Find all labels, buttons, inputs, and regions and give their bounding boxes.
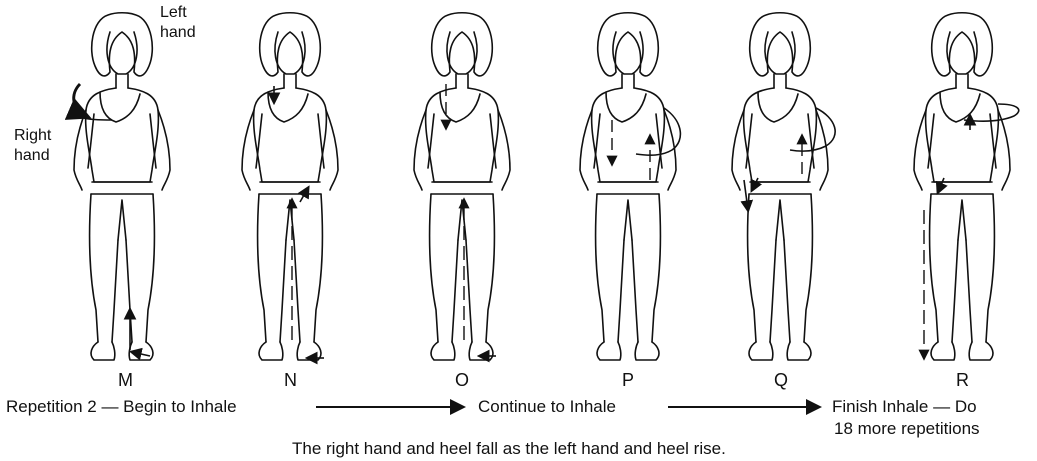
phase-continue-label: Continue to Inhale [478, 397, 616, 417]
figure-r [914, 13, 1019, 360]
frame-letter-q: Q [774, 370, 788, 391]
phase-finish-label-line1: Finish Inhale — Do [832, 397, 977, 417]
phase-begin-label: Repetition 2 — Begin to Inhale [6, 397, 237, 417]
figure-o [414, 13, 510, 360]
frame-letter-m: M [118, 370, 133, 391]
frame-letter-n: N [284, 370, 297, 391]
right-hand-label-line2: hand [14, 146, 51, 166]
figure-p [580, 13, 680, 360]
frame-letter-o: O [455, 370, 469, 391]
figure-m [74, 13, 170, 360]
right-hand-label-line1: Right [14, 126, 51, 146]
left-hand-label-line2: hand [160, 23, 196, 43]
figure-n [242, 13, 338, 360]
phase-finish-label-line2: 18 more repetitions [834, 419, 980, 439]
left-hand-label: Left hand [160, 3, 196, 43]
caption: The right hand and heel fall as the left… [292, 439, 726, 459]
frame-letter-r: R [956, 370, 969, 391]
right-hand-label: Right hand [14, 126, 51, 166]
left-hand-label-line1: Left [160, 3, 196, 23]
figure-q [732, 13, 835, 360]
frame-letter-p: P [622, 370, 634, 391]
